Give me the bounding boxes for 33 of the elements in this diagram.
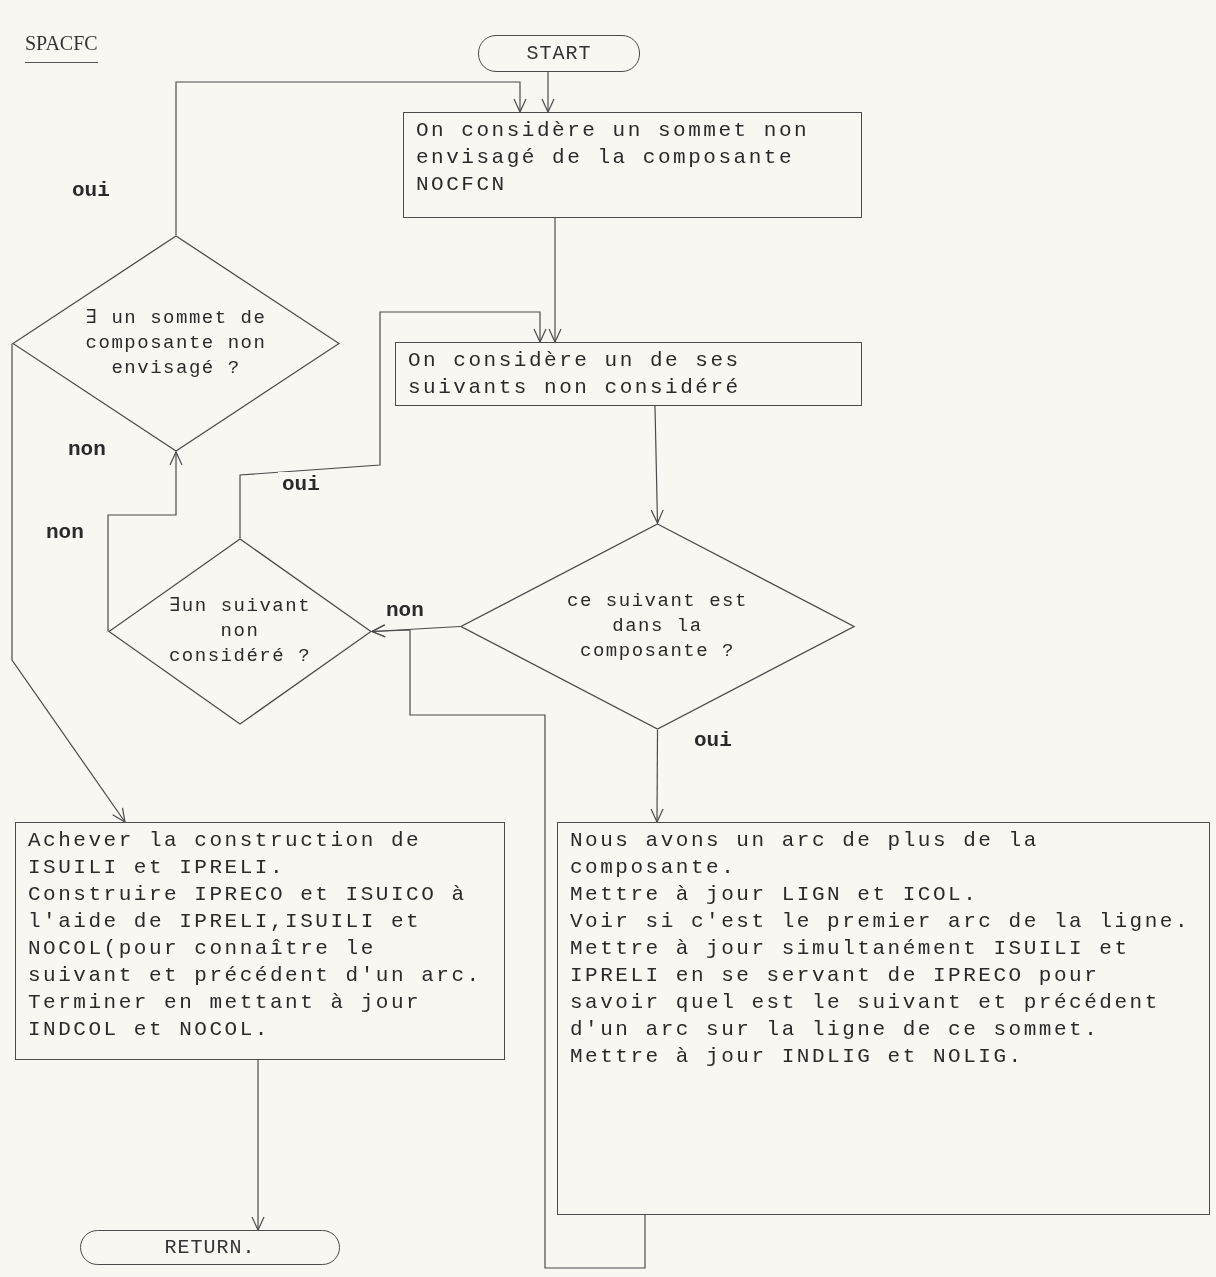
process-text: Terminer en mettant à jour INDCOL et NOCOL. [28,990,423,1043]
terminal-box: RETURN. [80,1230,340,1265]
process-text: On considère un sommet non envisagé de la composante NOCFCN [416,118,811,198]
arrow [11,342,126,823]
decision-text: ∃ un sommet de composante non envisagé ? [84,306,268,381]
arrow [107,451,183,633]
arrow [548,217,562,343]
process-box [395,342,862,406]
decision-text: ce suivant est dans la composante ? [566,589,749,664]
arrow [650,729,664,823]
process-box [557,822,1210,1215]
process-text: Voir si c'est le premier arc de la ligne. [570,909,1191,935]
process-text: Mettre à jour simultanément ISUILI et IPRELI en se servant de IPRECO pour savoir quel est le suivant et précédent d'un arc sur la ligne de ce sommet. [570,936,1161,1043]
process-box [403,112,862,218]
decision-text: ∃un suivant non considéré ? [167,594,313,669]
arrow [371,624,461,638]
arrow [251,1059,265,1231]
process-text: Nous avons un arc de plus de la composante. [570,828,1040,881]
process-text: Construire IPRECO et ISUICO à l'aide de IPRELI,ISUILI et NOCOL(pour connaître le suivant et précédent d'un arc. [28,882,483,989]
arrow [650,405,664,524]
process-text: Achever la construction de ISUILI et IPRELI. [28,828,423,881]
decision-diamond [108,538,372,725]
arrow [175,81,527,236]
arrow [541,71,555,113]
arrow [239,311,547,539]
terminal-box: START [478,35,640,72]
process-text: Mettre à jour INDLIG et NOLIG. [570,1044,1025,1070]
process-box [15,822,505,1060]
arrow [371,624,646,1269]
title: SPACFC [25,28,98,63]
decision-diamond [460,523,855,730]
process-text: On considère un de ses suivants non considéré [408,348,742,401]
process-text: Mettre à jour LIGN et ICOL. [570,882,980,908]
